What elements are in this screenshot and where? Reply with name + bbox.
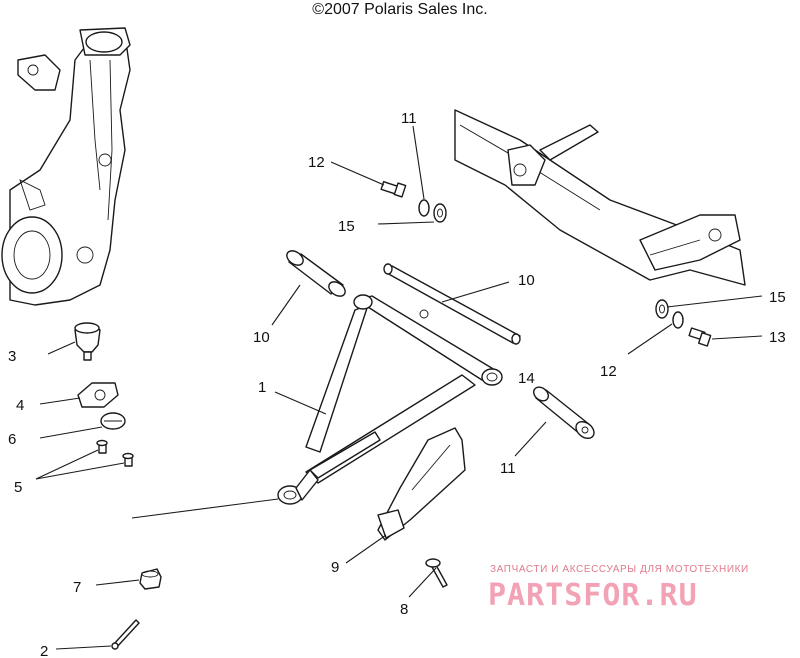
pivot-bolt-lower (688, 327, 712, 347)
callout-labels: 12 11 15 10 10 15 13 12 14 11 1 3 4 6 5 … (8, 110, 786, 658)
callout-13: 12 (308, 154, 325, 171)
callout-15: 15 (338, 218, 355, 235)
washers-upper (418, 199, 447, 223)
callout-9: 9 (331, 559, 339, 576)
a-arm-guard (377, 427, 466, 541)
pivot-shaft (383, 263, 521, 345)
callout-11: 11 (500, 460, 516, 477)
pivot-bushing-upper (286, 250, 346, 297)
callout-14: 14 (518, 370, 535, 387)
a-arm (277, 294, 503, 505)
callout-7: 7 (73, 579, 81, 596)
leader-lines (35, 125, 763, 650)
callout-12: 12 (600, 363, 617, 380)
callout-12: 11 (401, 110, 417, 127)
callout-10: 10 (518, 272, 535, 289)
frame-section (454, 109, 746, 286)
callout-1: 1 (258, 379, 266, 396)
watermark-logo: PARTSFOR.RU (488, 578, 698, 613)
pivot-bolt-upper (380, 181, 407, 198)
callout-13: 13 (769, 329, 786, 346)
callout-2: 2 (40, 643, 48, 658)
guard-bolt (425, 558, 448, 588)
pivot-bushing-lower (532, 386, 595, 439)
retainer-plate (77, 382, 119, 408)
steering-knuckle (1, 27, 131, 306)
retainer-bolts (96, 439, 134, 467)
callout-8: 8 (400, 601, 408, 618)
callout-4: 4 (16, 397, 24, 414)
castle-nut (139, 568, 162, 590)
copyright-text: ©2007 Polaris Sales Inc. (312, 1, 488, 18)
callout-5: 5 (14, 479, 22, 496)
washers-lower (655, 299, 684, 329)
callout-15: 15 (769, 289, 786, 306)
cotter-pin (111, 619, 140, 650)
callout-6: 6 (8, 431, 16, 448)
callout-11: 10 (253, 329, 270, 346)
dust-cover (100, 412, 126, 430)
callout-3: 3 (8, 348, 16, 365)
watermark-tagline: ЗАПЧАСТИ И АКСЕССУАРЫ ДЛЯ МОТОТЕХНИКИ (490, 564, 749, 575)
ball-joint (74, 322, 101, 361)
